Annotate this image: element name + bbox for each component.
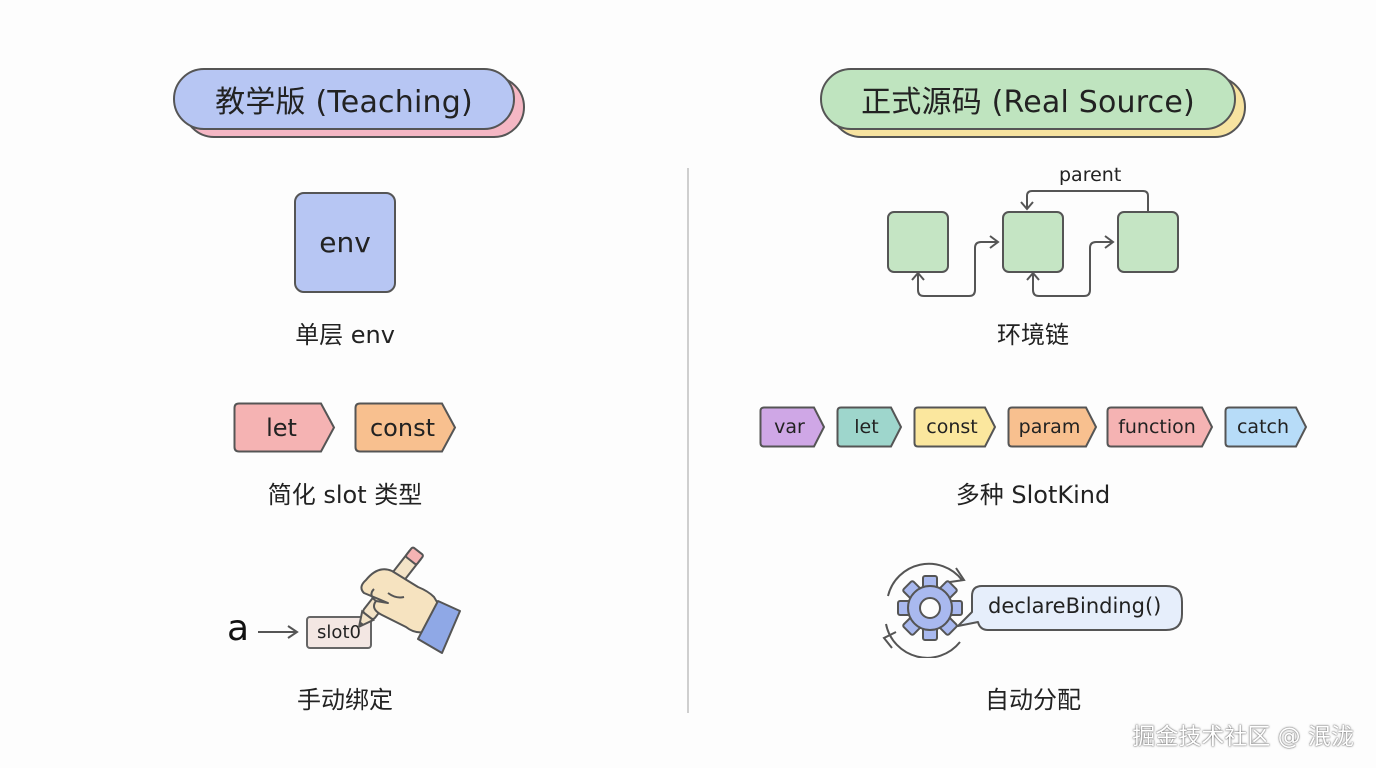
slotkind-var-label: var: [774, 416, 805, 438]
teaching-title: 教学版 (Teaching): [173, 68, 515, 130]
slotkind-const-label: const: [926, 416, 978, 438]
slotkind-const: const: [913, 406, 997, 448]
slot0-box: slot0: [306, 616, 372, 649]
tag-let-label: let: [266, 413, 297, 442]
tag-let-shape: [233, 402, 336, 453]
real-source-title: 正式源码 (Real Source): [820, 68, 1236, 130]
tag-const-label: const: [369, 413, 435, 442]
env-node-3: [1117, 211, 1179, 273]
slotkind-let-label: let: [854, 416, 879, 438]
slotkind-param-label: param: [1018, 416, 1081, 438]
env-chain-diagram: [887, 190, 1179, 297]
watermark: 掘金技术社区 @ 泯泷: [1132, 724, 1354, 750]
env-node-1: [887, 211, 949, 273]
auto-allocate-caption: 自动分配: [985, 686, 1081, 714]
tag-let: let: [233, 402, 336, 453]
binding-arrow: [258, 625, 299, 639]
slotkind-function-label: function: [1118, 416, 1196, 438]
slotkind-function: function: [1106, 406, 1214, 448]
gear-icon: [897, 575, 963, 641]
slotkind-param: param: [1007, 406, 1098, 448]
declare-binding-label: declareBinding(): [988, 594, 1162, 618]
column-divider: [687, 168, 689, 713]
real-source-title-group: 正式源码 (Real Source): [820, 68, 1246, 138]
slotkind-let: let: [836, 406, 903, 448]
slotkind-caption: 多种 SlotKind: [955, 481, 1111, 509]
tag-const-shape: [354, 402, 457, 453]
auto-allocate-graphic: [882, 562, 1183, 658]
binding-variable: a: [227, 608, 250, 649]
slotkind-catch: catch: [1224, 406, 1308, 448]
slotkind-catch-label: catch: [1236, 416, 1290, 438]
simplified-slot-caption: 简化 slot 类型: [267, 481, 423, 509]
tag-const: const: [354, 402, 457, 453]
single-env-caption: 单层 env: [295, 321, 395, 349]
parent-label: parent: [1059, 164, 1122, 186]
slotkind-var: var: [759, 406, 826, 448]
env-chain-caption: 环境链: [997, 321, 1069, 349]
env-node-2: [1002, 211, 1064, 273]
manual-binding-caption: 手动绑定: [297, 686, 393, 714]
single-env-box: env: [294, 192, 396, 293]
teaching-title-group: 教学版 (Teaching): [173, 68, 525, 138]
hand-pencil-icon: [357, 546, 461, 654]
